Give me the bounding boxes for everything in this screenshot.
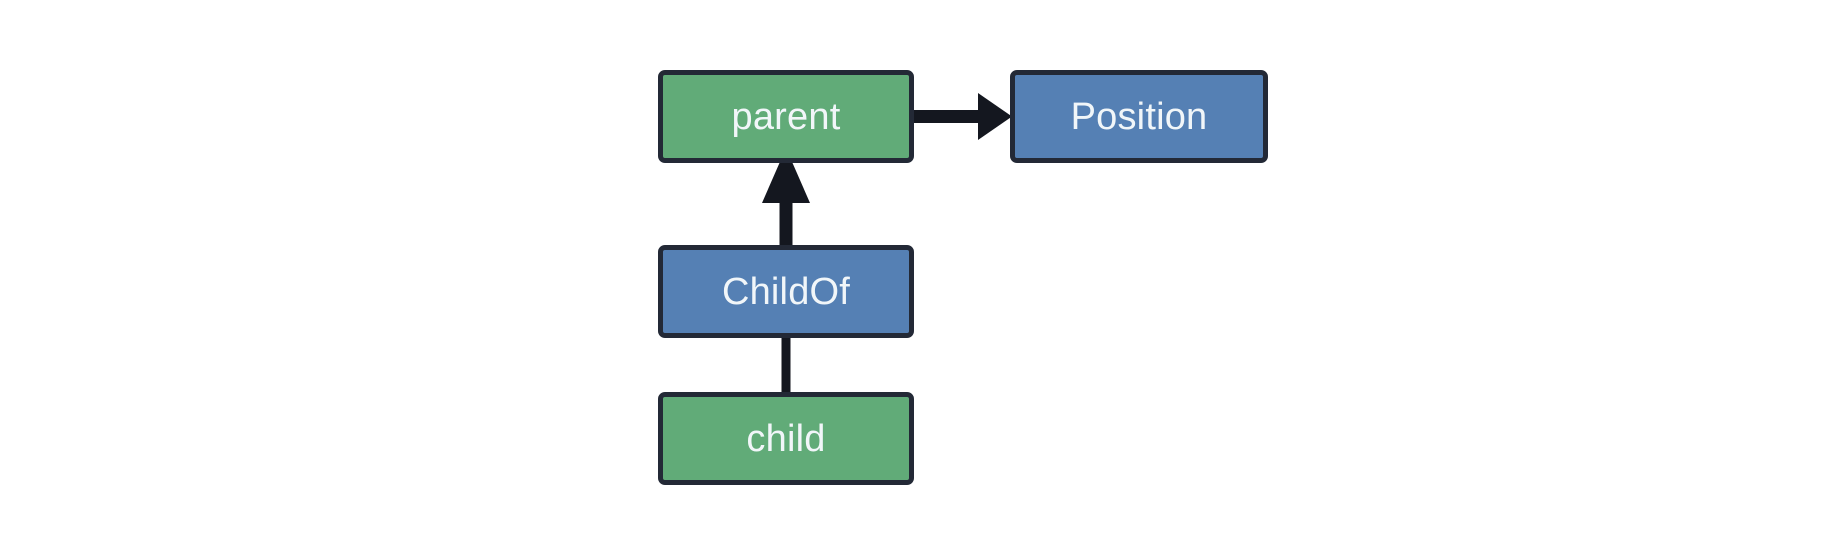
- edge-parent-to-position: [914, 93, 1012, 140]
- node-position-label: Position: [1070, 95, 1208, 138]
- node-childof-label: ChildOf: [721, 270, 851, 313]
- edge-childof-to-parent: [762, 148, 810, 246]
- node-parent-label: parent: [731, 95, 841, 138]
- node-position[interactable]: Position: [1010, 70, 1268, 163]
- node-child[interactable]: child: [658, 392, 914, 485]
- node-parent[interactable]: parent: [658, 70, 914, 163]
- edge-child-to-childof: [781, 336, 791, 394]
- node-child-label: child: [746, 417, 826, 460]
- node-childof[interactable]: ChildOf: [658, 245, 914, 338]
